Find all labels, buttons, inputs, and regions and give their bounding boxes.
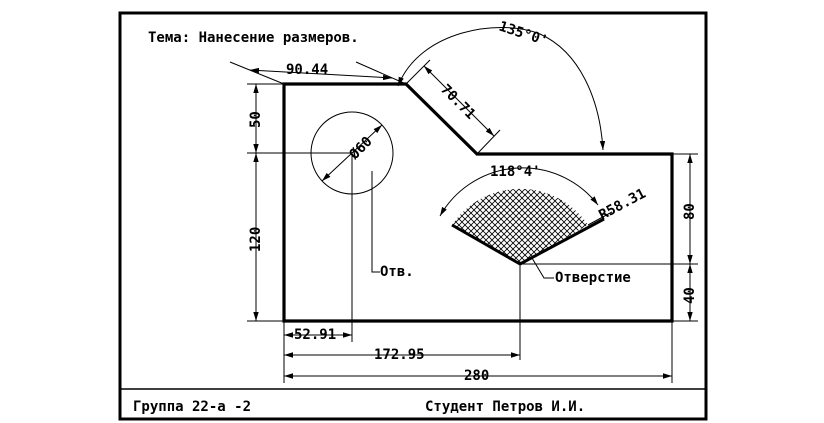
hole-leader-label: Отв.: [380, 264, 414, 280]
hole-diameter-label: Ø60: [346, 134, 376, 164]
sector-angle-arc: [439, 167, 599, 217]
top-offset-ext-left: [229, 61, 285, 85]
sector-radius-label: R58.31: [596, 186, 648, 224]
left-top-label: 50: [248, 111, 264, 128]
top-angle-arc: [397, 27, 606, 151]
sector-hole: [452, 188, 588, 264]
overall-width-label: 280: [464, 368, 489, 384]
top-offset-ext-right: [355, 61, 407, 85]
top-offset-dim-line: [249, 67, 393, 81]
sector-radius-ext: [587, 211, 613, 226]
hole-leader: [371, 171, 380, 273]
chamfer-label: 70.71: [437, 82, 478, 123]
hole-diameter-line: [321, 124, 383, 182]
sector-leader: [531, 257, 554, 279]
chamfer-ext-top: [405, 59, 431, 85]
top-angle-label: 135°0': [497, 19, 550, 50]
sector-leader-label: Отверстие: [555, 270, 631, 286]
sector-edge-right: [519, 217, 605, 266]
sector-angle-label: 118°4': [490, 164, 541, 180]
sheet-frame: [118, 11, 708, 421]
footer-student: Студент Петров И.И.: [425, 399, 585, 415]
drawing-title: Тема: Нанесение размеров.: [148, 30, 359, 46]
left-main-label: 120: [248, 227, 264, 252]
sector-edge-left: [451, 223, 521, 266]
footer-group: Группа 22-а -2: [133, 399, 251, 415]
chamfer-ext-bottom: [476, 129, 501, 155]
right-lower-label: 40: [682, 287, 698, 304]
right-upper-label: 80: [682, 203, 698, 220]
sector-x-label: 172.95: [374, 347, 425, 363]
top-offset-label: 90.44: [286, 62, 328, 78]
hole-x-label: 52.91: [294, 327, 336, 343]
